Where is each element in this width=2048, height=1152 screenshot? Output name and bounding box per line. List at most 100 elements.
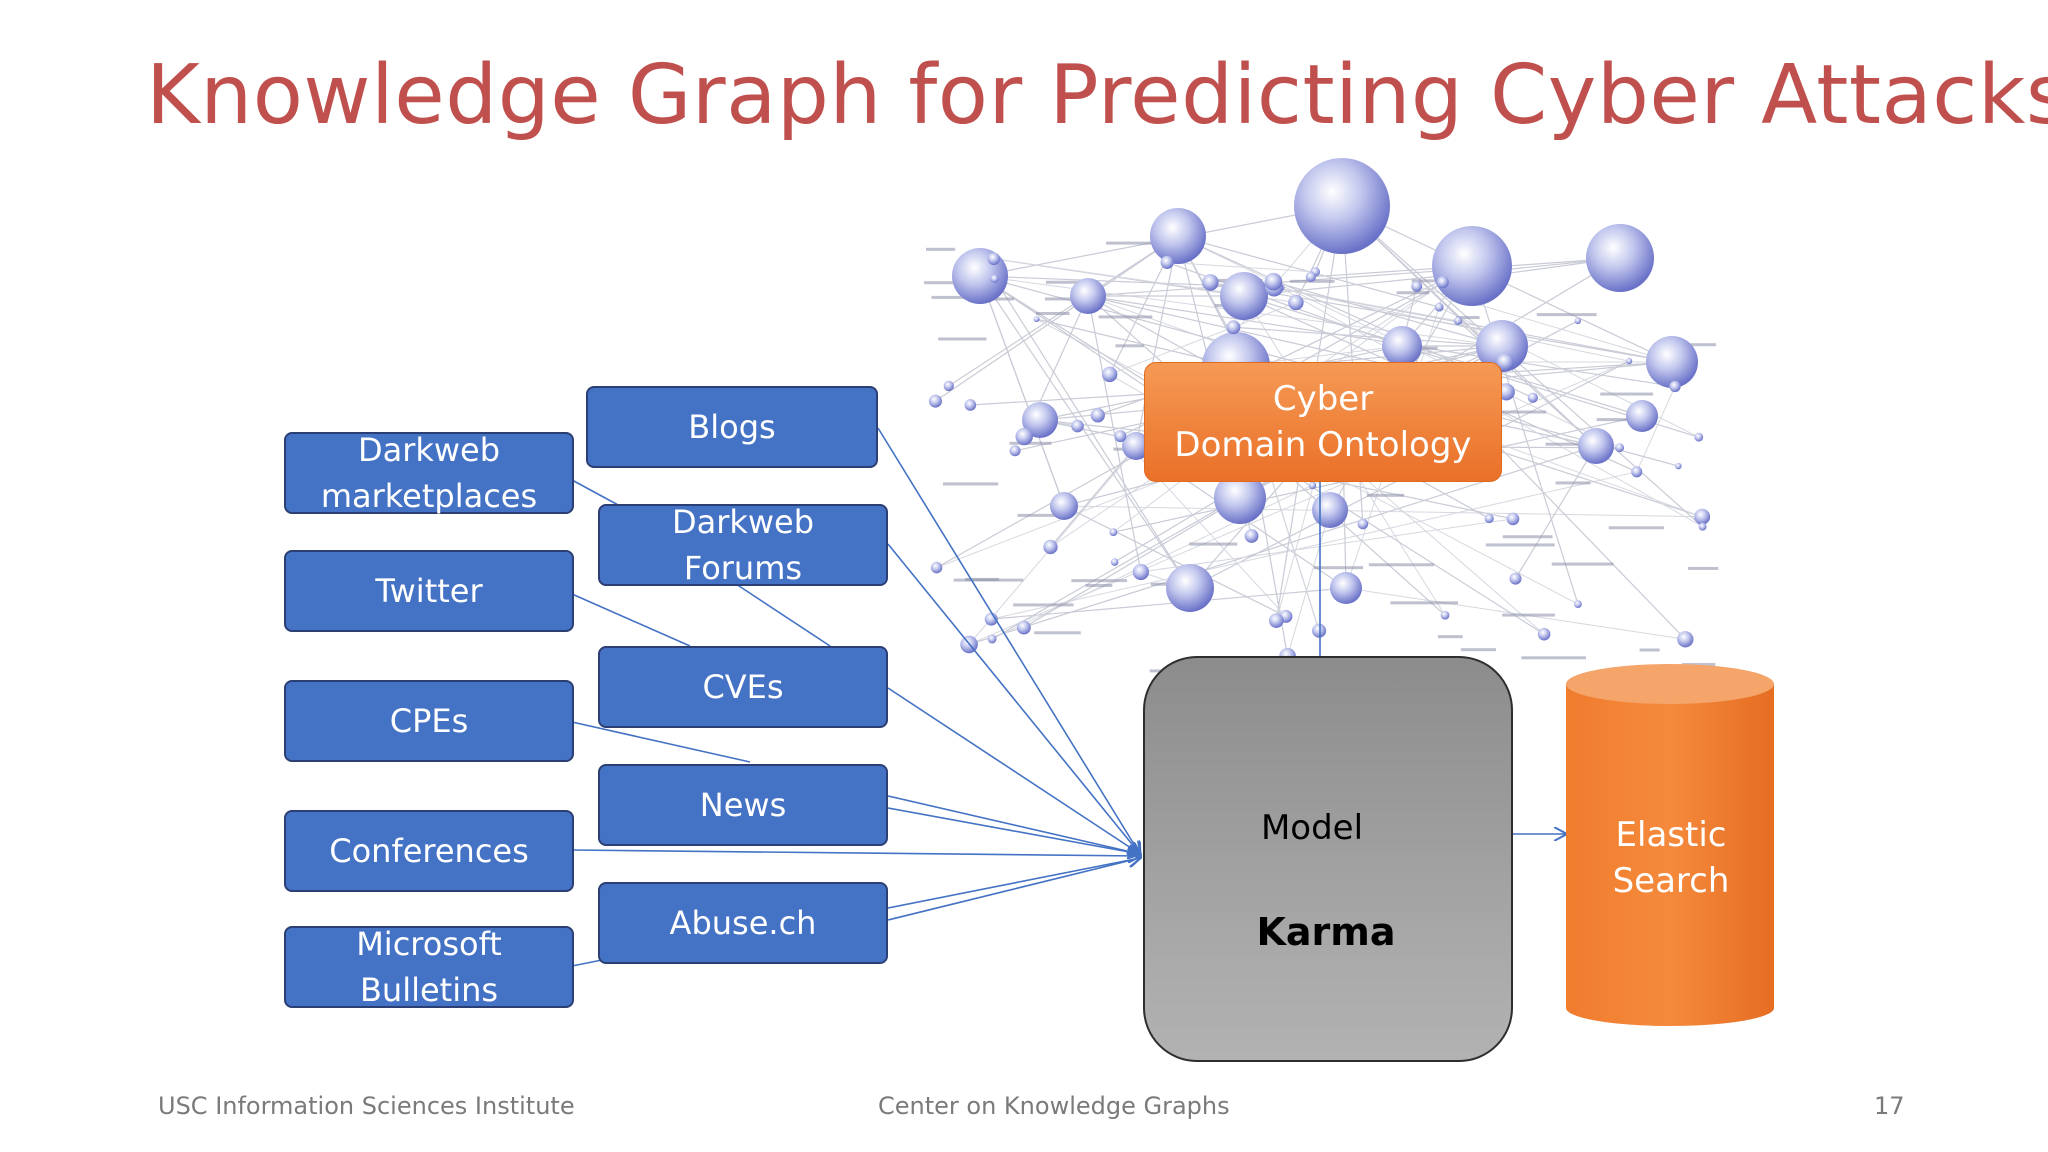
box-line: Darkweb (671, 503, 815, 541)
source-news: News (598, 764, 888, 846)
model-label: Model (1260, 808, 1364, 848)
box-line: marketplaces (320, 477, 538, 515)
box-line: Bulletins (359, 971, 499, 1009)
network-node (1698, 522, 1707, 531)
network-label-smudge (1396, 291, 1430, 295)
source-cpes: CPEs (284, 680, 574, 762)
network-node (1202, 274, 1219, 291)
network-node (1110, 558, 1119, 566)
network-node (1090, 408, 1105, 423)
network-node (1122, 432, 1150, 460)
network-edge (1341, 205, 1703, 528)
box-line: Darkweb (357, 431, 501, 469)
network-label-smudge (1189, 542, 1238, 546)
network-node (952, 248, 1008, 304)
network-node (1484, 513, 1494, 524)
slide-title: Knowledge Graph for Predicting Cyber Att… (146, 48, 2048, 143)
network-label-smudge (1521, 656, 1587, 660)
network-node (1312, 492, 1348, 528)
network-node (1166, 564, 1214, 612)
network-node (1694, 508, 1711, 525)
network-node (943, 380, 954, 392)
network-edge (994, 278, 1191, 589)
network-node (1626, 400, 1658, 432)
network-label-smudge (1115, 344, 1144, 348)
network-label-smudge (1013, 603, 1074, 607)
network-node (1453, 316, 1463, 326)
network-edge (991, 587, 1347, 620)
network-label-smudge (1639, 648, 1660, 652)
network-node (984, 612, 998, 626)
network-edge (1087, 295, 1676, 388)
network-edge (1273, 281, 1503, 347)
network-label-smudge (1682, 662, 1716, 666)
elastic-search-label: Elastic Search (1566, 812, 1776, 904)
network-node (1150, 208, 1206, 264)
network-label-smudge (1482, 410, 1547, 414)
network-node (1305, 271, 1317, 283)
karma-block (1143, 656, 1513, 1062)
network-label-smudge (1085, 583, 1113, 587)
network-label-smudge (1600, 392, 1654, 396)
ontology-line: Cyber (1272, 379, 1374, 419)
network-label-smudge (965, 577, 1000, 581)
network-label-smudge (1536, 313, 1597, 317)
network-node (1440, 610, 1450, 620)
connector-line (571, 593, 691, 647)
network-node (1294, 158, 1390, 254)
network-label-smudge (993, 297, 1014, 301)
network-node (1268, 613, 1284, 628)
network-node (1312, 623, 1327, 638)
network-node (1496, 353, 1514, 371)
network-edge (1167, 261, 1316, 273)
cyber-domain-ontology-box: Cyber Domain Ontology (1144, 362, 1502, 482)
network-node (1509, 572, 1522, 585)
network-node (1114, 430, 1127, 443)
network-edge (1036, 318, 1237, 367)
network-node (1009, 445, 1021, 457)
network-label-smudge (1485, 543, 1555, 547)
box-line: News (699, 786, 787, 824)
elastic-search-cylinder (1566, 664, 1774, 1026)
box-line: Conferences (329, 832, 529, 870)
source-twitter: Twitter (284, 550, 574, 632)
network-node (1160, 255, 1174, 269)
network-label-smudge (1071, 579, 1128, 583)
box-line: Twitter (375, 572, 483, 610)
network-label-smudge (926, 247, 956, 251)
box-line: CVEs (702, 668, 784, 706)
box-line: CPEs (389, 702, 469, 740)
network-label-smudge (1687, 566, 1719, 570)
arrow-cves (887, 687, 1140, 854)
network-label-smudge (1366, 493, 1405, 497)
box-line: Abuse.ch (669, 904, 817, 942)
network-edge (1273, 287, 1459, 322)
network-node (1625, 357, 1633, 365)
network-node (987, 252, 1001, 266)
network-label-smudge (1460, 648, 1497, 652)
network-edge (1063, 505, 1703, 518)
network-label-smudge (942, 482, 999, 486)
source-blogs: Blogs (586, 386, 878, 468)
source-conferences: Conferences (284, 810, 574, 892)
network-node (1357, 518, 1369, 530)
network-edge (1087, 295, 1142, 573)
network-node (1586, 224, 1654, 292)
arrow-abuse-ch-2 (887, 858, 1140, 921)
network-label-smudge (1098, 315, 1153, 319)
network-node (1226, 320, 1241, 335)
network-node (930, 561, 943, 574)
arrow-abuse-ch-1 (887, 858, 1140, 909)
network-node (1220, 272, 1268, 320)
network-edge (1087, 257, 1621, 297)
network-node (1043, 539, 1058, 555)
network-edge (1210, 281, 1673, 363)
network-node (1308, 481, 1317, 490)
network-node (1578, 428, 1614, 464)
network-node (1537, 627, 1551, 641)
arrow-news-2 (887, 807, 1140, 854)
network-node (1694, 432, 1704, 442)
footer-institute: USC Information Sciences Institute (158, 1092, 575, 1120)
elastic-line: Elastic (1615, 815, 1727, 855)
